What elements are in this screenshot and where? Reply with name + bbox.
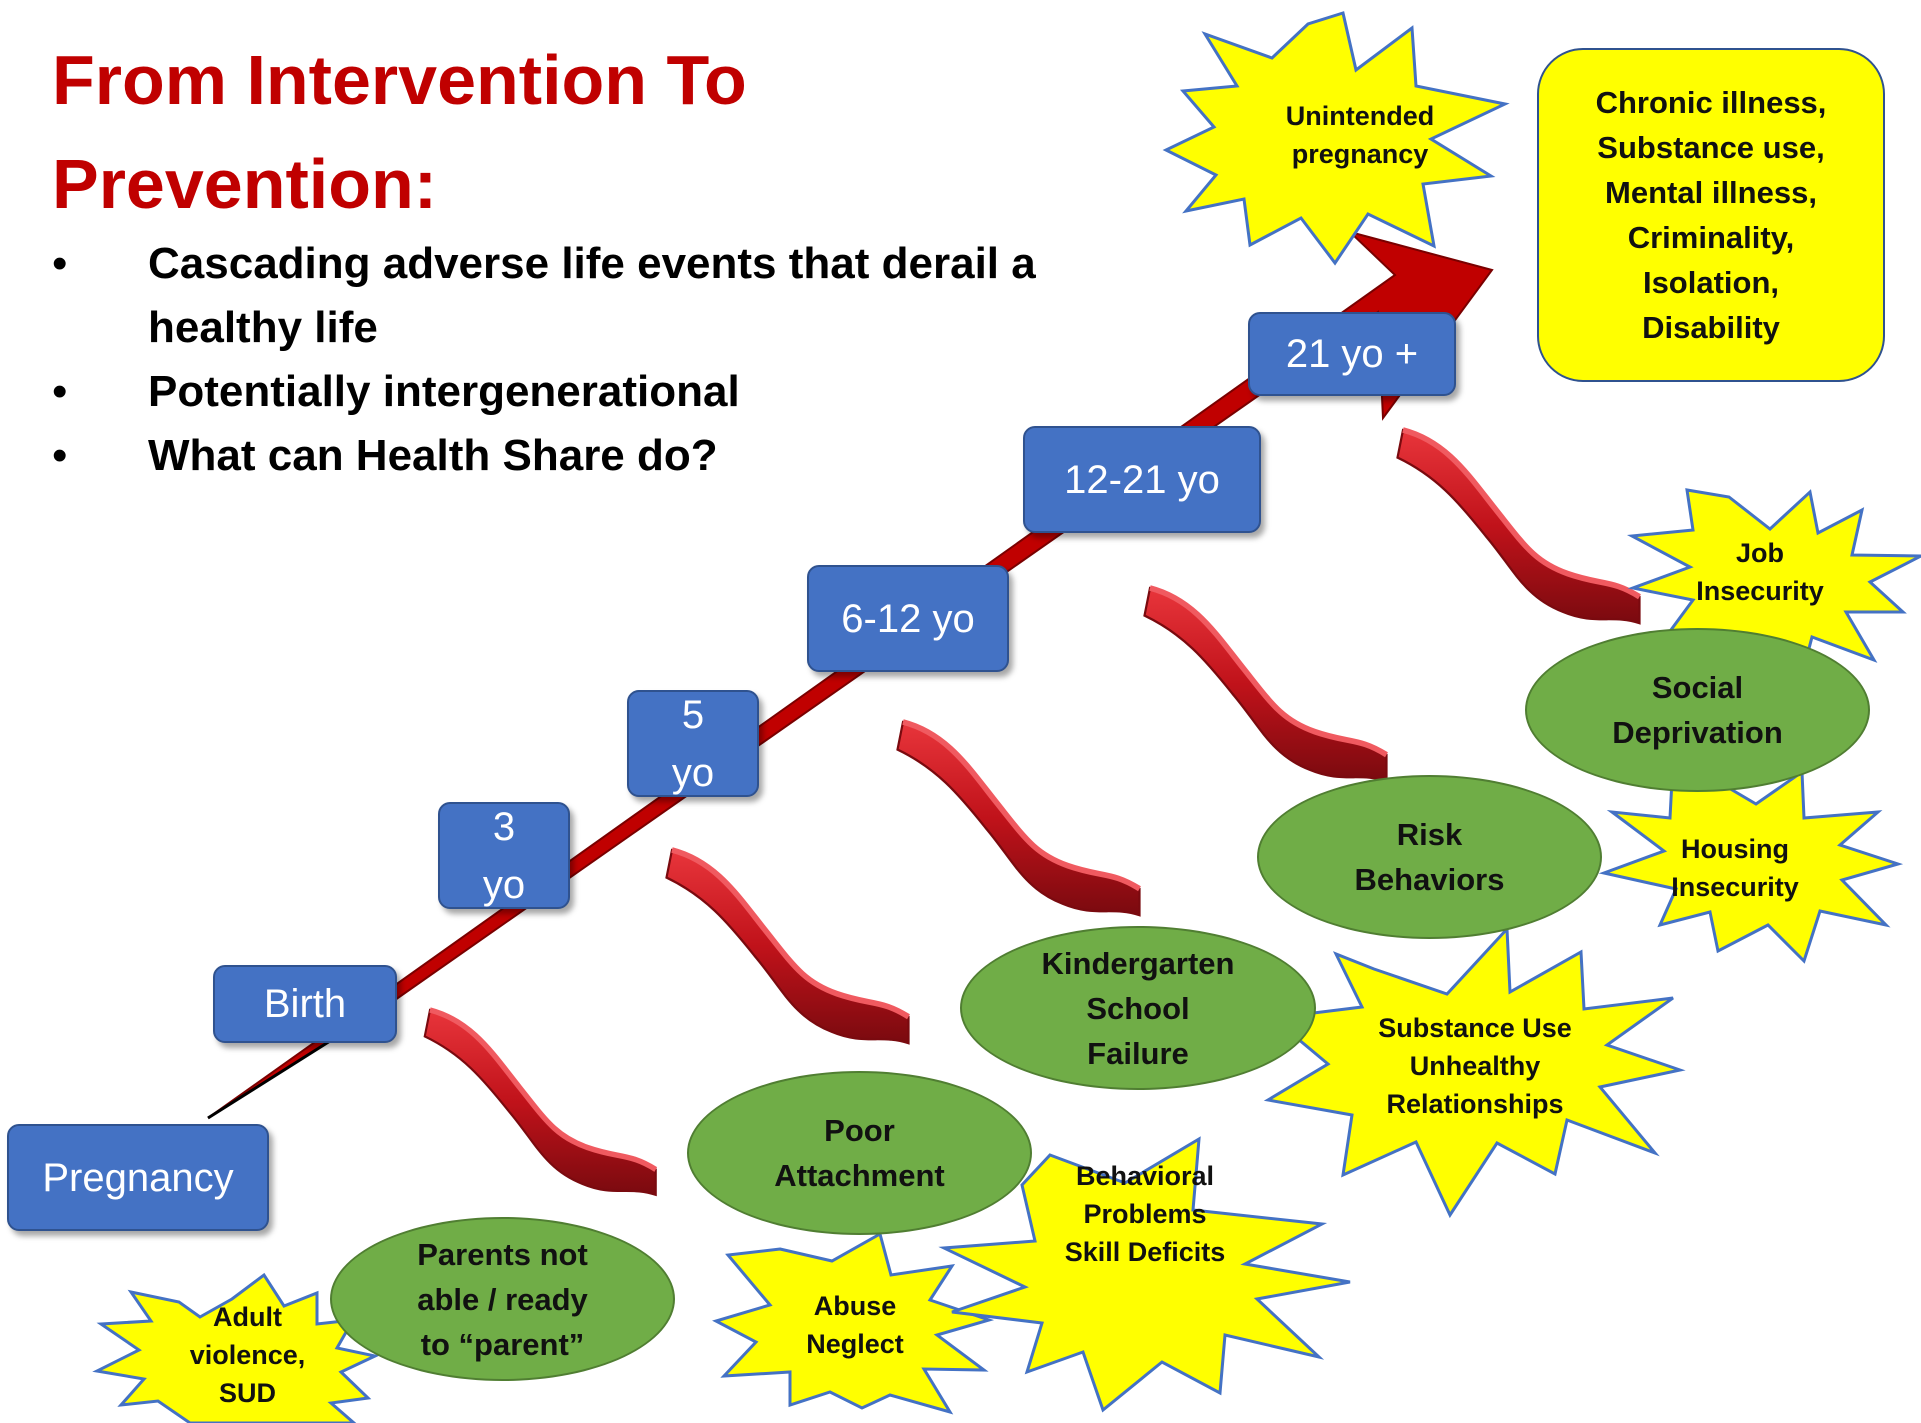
stage-label: Birth <box>263 982 347 1026</box>
stage-label: 12-21 yo <box>1064 457 1220 502</box>
risk-kindergarten-failure: Kindergarten School Failure <box>960 926 1316 1090</box>
stage-age-21-plus: 21 yo + <box>1248 312 1456 396</box>
slide-icon <box>667 850 909 1043</box>
stressor-behavioral-problems: Behavioral Problems Skill Deficits <box>1064 1161 1226 1267</box>
burst-housing <box>1598 769 1904 964</box>
adult-outcomes-box: Chronic illness, Substance use, Mental i… <box>1537 48 1885 382</box>
stage-age-5: 5 yo <box>627 690 759 797</box>
risk-parents-not-ready: Parents not able / ready to “parent” <box>330 1217 675 1381</box>
slide-icon <box>1145 588 1387 781</box>
stage-birth: Birth <box>213 965 397 1043</box>
stage-label: yo <box>671 750 715 795</box>
bullet-text: Potentially intergenerational <box>148 367 740 416</box>
stage-label: Pregnancy <box>42 1155 234 1200</box>
bullet-item: • What can Health Share do? <box>52 424 1092 488</box>
stressor-housing-insecurity: Housing Insecurity <box>1671 834 1799 902</box>
bullet-dot-icon: • <box>52 367 68 416</box>
stage-pregnancy: Pregnancy <box>7 1124 269 1231</box>
stressor-abuse-neglect: Abuse Neglect <box>806 1291 904 1359</box>
burst-adult-violence <box>92 1272 380 1423</box>
bullet-item: • Cascading adverse life events that dera… <box>52 232 1092 360</box>
stage-age-6-12: 6-12 yo <box>807 565 1009 672</box>
stage-label: yo <box>482 862 526 907</box>
page-title: From Intervention To Prevention: <box>52 41 747 223</box>
stressor-job-insecurity: Job Insecurity <box>1696 538 1824 606</box>
stage-label: 3 <box>492 804 516 849</box>
bullet-dot-icon: • <box>52 239 68 288</box>
bullet-text: What can Health Share do? <box>148 431 718 480</box>
burst-substance <box>1263 925 1686 1219</box>
risk-behaviors: Risk Behaviors <box>1257 775 1602 939</box>
stressor-unintended-pregnancy: Unintended pregnancy <box>1285 101 1435 169</box>
stressor-adult-violence: Adult violence, SUD <box>189 1302 306 1408</box>
bullet-item: • Potentially intergenerational <box>52 360 1092 424</box>
risk-poor-attachment: Poor Attachment <box>687 1071 1032 1235</box>
bullet-dot-icon: • <box>52 431 68 480</box>
bullet-list: • Cascading adverse life events that dera… <box>52 232 1092 488</box>
slide-icon <box>425 1010 656 1195</box>
stage-age-12-21: 12-21 yo <box>1023 426 1261 533</box>
bullet-text: Cascading adverse life events that derai… <box>148 239 1036 352</box>
stressor-substance-use: Substance Use Unhealthy Relationships <box>1378 1013 1572 1119</box>
burst-unintended-pregnancy <box>1162 11 1510 266</box>
slide-icon <box>1398 430 1640 623</box>
stage-label: 5 <box>681 692 705 737</box>
burst-abuse <box>712 1231 995 1415</box>
burst-behavioral <box>938 1136 1351 1413</box>
stage-label: 6-12 yo <box>841 596 975 641</box>
slide-icon <box>898 722 1140 915</box>
risk-social-deprivation: Social Deprivation <box>1525 628 1870 792</box>
stage-age-3: 3 yo <box>438 802 570 909</box>
stage-label: 21 yo + <box>1285 332 1419 376</box>
